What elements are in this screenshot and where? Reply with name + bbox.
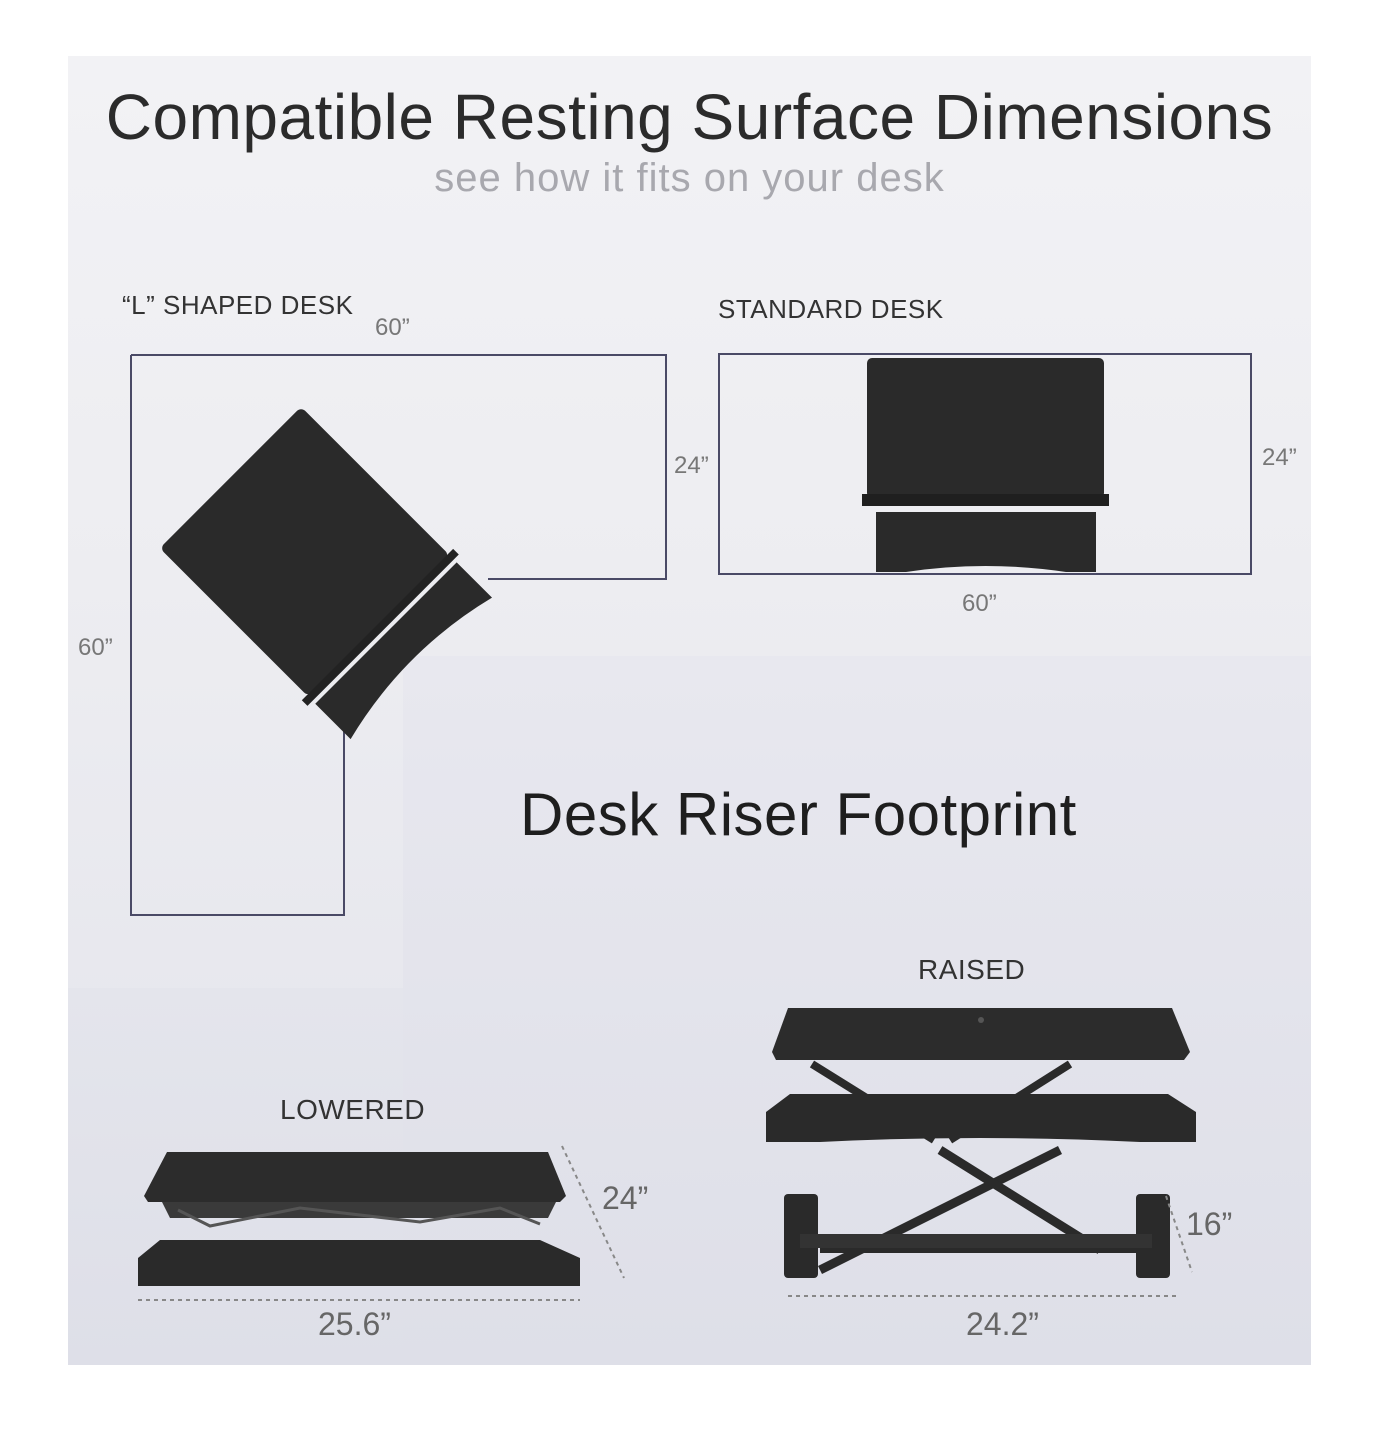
l-desk-riser [162, 409, 493, 740]
l-desk-length-dimension: 60” [78, 634, 113, 661]
standard-desk-riser [862, 358, 1109, 572]
page-title: Compatible Resting Surface Dimensions [105, 81, 1274, 153]
l-desk-outline [131, 354, 667, 580]
l-desk-label: “L” SHAPED DESK [122, 290, 354, 320]
standard-desk-outline [718, 353, 1252, 575]
standard-desk-width-dimension: 60” [962, 590, 997, 617]
raised-depth-guide [1165, 1195, 1193, 1273]
standard-desk-label: STANDARD DESK [718, 294, 944, 324]
standard-desk-depth-dimension: 24” [1262, 444, 1297, 471]
l-desk-depth-dimension: 24” [674, 452, 709, 479]
l-desk-outline-lower [130, 355, 345, 916]
lowered-label: LOWERED [280, 1094, 426, 1125]
lowered-riser [138, 1152, 580, 1286]
raised-riser [766, 1008, 1196, 1278]
l-desk-width-dimension: 60” [375, 314, 410, 341]
page-subtitle: see how it fits on your desk [434, 156, 945, 200]
lowered-width-dimension: 25.6” [318, 1306, 391, 1342]
raised-label: RAISED [918, 954, 1026, 985]
raised-width-dimension: 24.2” [966, 1306, 1039, 1342]
footprint-title: Desk Riser Footprint [520, 781, 1077, 848]
raised-depth-dimension: 16” [1186, 1206, 1233, 1242]
lowered-depth-guide [561, 1145, 625, 1279]
lowered-depth-dimension: 24” [602, 1180, 649, 1216]
